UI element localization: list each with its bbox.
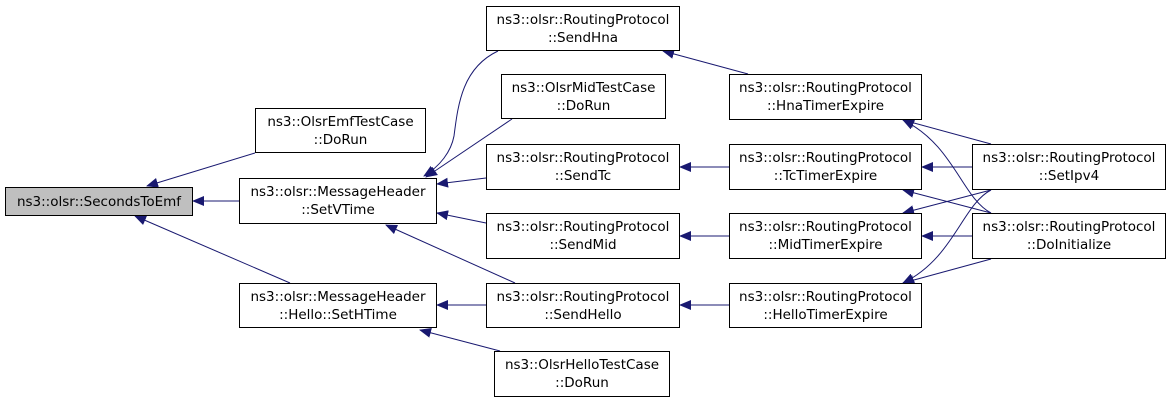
node-label-line1: ns3::olsr::RoutingProtocol bbox=[739, 288, 912, 305]
node-routingprotocol-setipv4[interactable]: ns3::olsr::RoutingProtocol ::SetIpv4 bbox=[972, 144, 1166, 190]
node-label-line2: ::HelloTimerExpire bbox=[763, 306, 888, 323]
node-label-line1: ns3::olsr::MessageHeader bbox=[250, 288, 426, 305]
edge-emf-dorun-to-secondstoemf bbox=[146, 152, 256, 188]
node-routingprotocol-hnatimerexpire[interactable]: ns3::olsr::RoutingProtocol ::HnaTimerExp… bbox=[729, 74, 922, 120]
node-label-line2: ::DoInitialize bbox=[1026, 237, 1112, 253]
node-routingprotocol-sendtc[interactable]: ns3::olsr::RoutingProtocol ::SendTc bbox=[486, 144, 680, 190]
node-routingprotocol-sendhna[interactable]: ns3::olsr::RoutingProtocol ::SendHna bbox=[486, 6, 680, 51]
node-label-line2: ::SendHna bbox=[547, 29, 619, 46]
node-label-line2: ::HnaTimerExpire bbox=[766, 98, 885, 114]
edge-doinitialize-to-hna-timer bbox=[902, 119, 992, 214]
node-label-line2: ::Hello::SetHTime bbox=[279, 306, 397, 323]
node-label-line2: ::DoRun bbox=[555, 375, 609, 391]
node-routingprotocol-tctimerexpire[interactable]: ns3::olsr::RoutingProtocol ::TcTimerExpi… bbox=[729, 144, 922, 190]
node-seconds-to-emf: ns3::olsr::SecondsToEmf bbox=[5, 187, 193, 216]
node-label-line2: ::SendMid bbox=[549, 237, 617, 253]
node-label-line2: ::SendTc bbox=[554, 168, 612, 184]
node-label-line2: ::DoRun bbox=[556, 97, 611, 114]
edge-setipv4-to-hello-timer bbox=[902, 189, 992, 284]
edge-sendhna-to-setvtime bbox=[423, 50, 499, 177]
node-seconds-to-emf-label: ns3::olsr::SecondsToEmf bbox=[16, 193, 182, 210]
node-routingprotocol-doinitialize[interactable]: ns3::olsr::RoutingProtocol ::DoInitializ… bbox=[972, 213, 1166, 259]
node-label-line1: ns3::OlsrHelloTestCase bbox=[504, 357, 660, 373]
node-routingprotocol-midtimerexpire[interactable]: ns3::olsr::RoutingProtocol ::MidTimerExp… bbox=[729, 213, 922, 259]
edge-hna-timer-to-sendhna bbox=[662, 49, 749, 75]
edge-sethtime-to-secondstoemf bbox=[134, 215, 291, 284]
node-label-line1: ns3::olsr::RoutingProtocol bbox=[739, 80, 912, 96]
edge-doinitialize-to-hello-timer bbox=[902, 258, 992, 285]
node-label-line1: ns3::olsr::RoutingProtocol bbox=[739, 150, 912, 166]
edge-setipv4-to-hna-timer bbox=[902, 118, 992, 145]
node-olsr-mid-testcase-dorun[interactable]: ns3::OlsrMidTestCase ::DoRun bbox=[501, 74, 666, 119]
node-label-line1: ns3::olsr::RoutingProtocol bbox=[496, 150, 670, 166]
edge-mid-dorun-to-setvtime bbox=[425, 118, 513, 178]
node-label-line1: ns3::OlsrMidTestCase bbox=[511, 79, 656, 96]
edge-doinitialize-to-tc-timer bbox=[902, 187, 992, 214]
node-messageheader-setvtime[interactable]: ns3::olsr::MessageHeader ::SetVTime bbox=[239, 178, 437, 224]
node-label-line2: ::MidTimerExpire bbox=[768, 237, 883, 253]
node-olsr-emf-testcase-dorun[interactable]: ns3::OlsrEmfTestCase ::DoRun bbox=[255, 108, 426, 153]
node-label-line1: ns3::olsr::RoutingProtocol bbox=[739, 219, 912, 235]
edge-sendhello-to-setvtime bbox=[385, 224, 516, 284]
node-routingprotocol-sendmid[interactable]: ns3::olsr::RoutingProtocol ::SendMid bbox=[486, 213, 680, 259]
node-routingprotocol-hellotimerexpire[interactable]: ns3::olsr::RoutingProtocol ::HelloTimerE… bbox=[729, 283, 922, 328]
node-label-line2: ::SetIpv4 bbox=[1038, 168, 1100, 184]
node-label-line1: ns3::olsr::RoutingProtocol bbox=[496, 219, 670, 235]
edge-hello-dorun-to-sethtime bbox=[419, 327, 501, 352]
node-label-line1: ns3::olsr::RoutingProtocol bbox=[982, 150, 1156, 166]
node-label-line1: ns3::olsr::RoutingProtocol bbox=[496, 288, 670, 305]
node-label-line2: ::DoRun bbox=[313, 131, 368, 148]
edge-sendmid-to-setvtime bbox=[436, 210, 487, 224]
node-label-line1: ns3::olsr::MessageHeader bbox=[250, 184, 426, 200]
node-label-line1: ns3::OlsrEmfTestCase bbox=[267, 113, 414, 130]
node-label-line2: ::SetVTime bbox=[301, 202, 375, 218]
edge-sendtc-to-setvtime bbox=[436, 177, 487, 188]
node-olsr-hello-testcase-dorun[interactable]: ns3::OlsrHelloTestCase ::DoRun bbox=[494, 351, 670, 397]
node-label-line2: ::SendHello bbox=[544, 306, 622, 323]
node-label-line2: ::TcTimerExpire bbox=[773, 168, 878, 184]
node-messageheader-hello-sethtime[interactable]: ns3::olsr::MessageHeader ::Hello::SetHTi… bbox=[239, 283, 437, 328]
node-label-line1: ns3::olsr::RoutingProtocol bbox=[982, 219, 1156, 235]
node-routingprotocol-sendhello[interactable]: ns3::olsr::RoutingProtocol ::SendHello bbox=[486, 283, 680, 328]
node-label-line1: ns3::olsr::RoutingProtocol bbox=[496, 11, 670, 28]
